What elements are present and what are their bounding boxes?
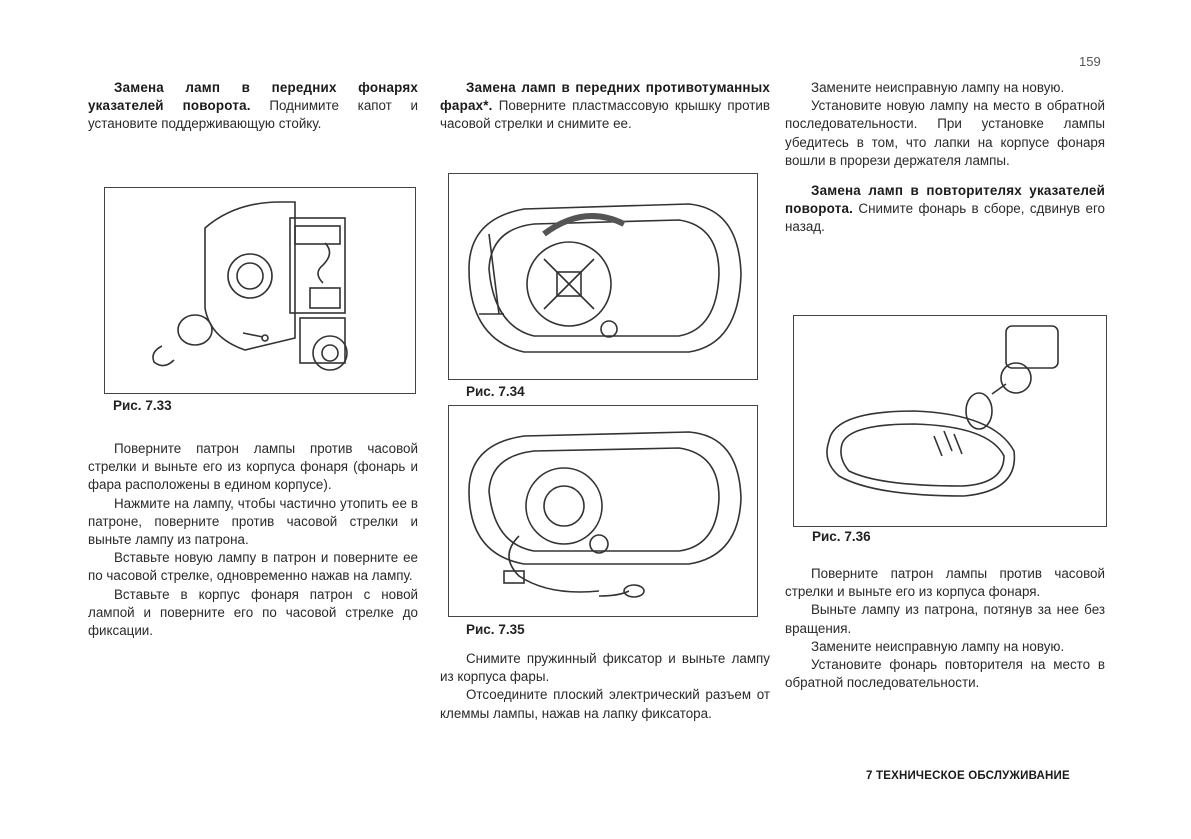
paragraph: Установите фонарь повторителя на место в… [785, 657, 1105, 691]
paragraph: Снимите пружинный фиксатор и выньте ламп… [440, 651, 770, 685]
fog-lamp-bulb-illustration [468, 431, 742, 598]
paragraph: Поднимите капот и установите поддерживаю… [88, 98, 418, 132]
fog-lamp-cover-illustration [468, 203, 742, 353]
section-heading: Замена ламп в передних фонарях указателе… [88, 80, 418, 114]
column-1: Замена ламп в передних фонарях указателе… [88, 79, 418, 134]
section-heading: Замена ламп в повторителях указателей по… [785, 183, 1105, 217]
column-2-body: Снимите пружинный фиксатор и выньте ламп… [440, 650, 770, 723]
section-heading: Замена ламп в передних противотуманных ф… [440, 80, 770, 114]
paragraph: Поверните патрон лампы против часовой ст… [785, 566, 1105, 600]
footer-section-title: 7 ТЕХНИЧЕСКОЕ ОБСЛУЖИВАНИЕ [866, 770, 1070, 782]
headlamp-rear-illustration [152, 201, 348, 371]
paragraph: Поверните патрон лампы против часовой ст… [88, 441, 418, 493]
paragraph: Поверните пластмассовую крышку против ча… [440, 98, 770, 132]
figure-caption: Рис. 7.36 [812, 529, 871, 544]
figure-7-34 [448, 173, 758, 380]
paragraph: Вставьте новую лампу в патрон и повернит… [88, 550, 418, 584]
figure-caption: Рис. 7.33 [113, 398, 172, 413]
figure-7-36 [793, 315, 1107, 527]
column-3-body: Поверните патрон лампы против часовой ст… [785, 565, 1105, 692]
paragraph: Нажмите на лампу, чтобы частично утопить… [88, 495, 418, 548]
paragraph: Вставьте в корпус фонаря патрон с новой … [88, 586, 418, 639]
column-2: Замена ламп в передних противотуманных ф… [440, 79, 770, 134]
paragraph: Отсоедините плоский электрический разъем… [440, 687, 770, 721]
page-number: 159 [1079, 54, 1101, 69]
figure-7-33 [104, 187, 416, 394]
paragraph: Замените неисправную лампу на новую. [811, 638, 1065, 654]
paragraph: Установите новую лампу на место в обратн… [785, 98, 1105, 168]
column-3: Замените неисправную лампу на новую. Уст… [785, 79, 1105, 237]
figure-7-35 [448, 405, 758, 617]
figure-caption: Рис. 7.35 [466, 622, 525, 637]
side-repeater-illustration [826, 325, 1059, 497]
figure-caption: Рис. 7.34 [466, 384, 525, 399]
paragraph: Замените неисправную лампу на новую. [811, 80, 1065, 95]
paragraph: Выньте лампу из патрона, потянув за нее … [785, 602, 1105, 636]
column-1-body: Поверните патрон лампы против часовой ст… [88, 440, 418, 640]
paragraph: Снимите фонарь в сборе, сдвинув его наза… [785, 201, 1105, 235]
